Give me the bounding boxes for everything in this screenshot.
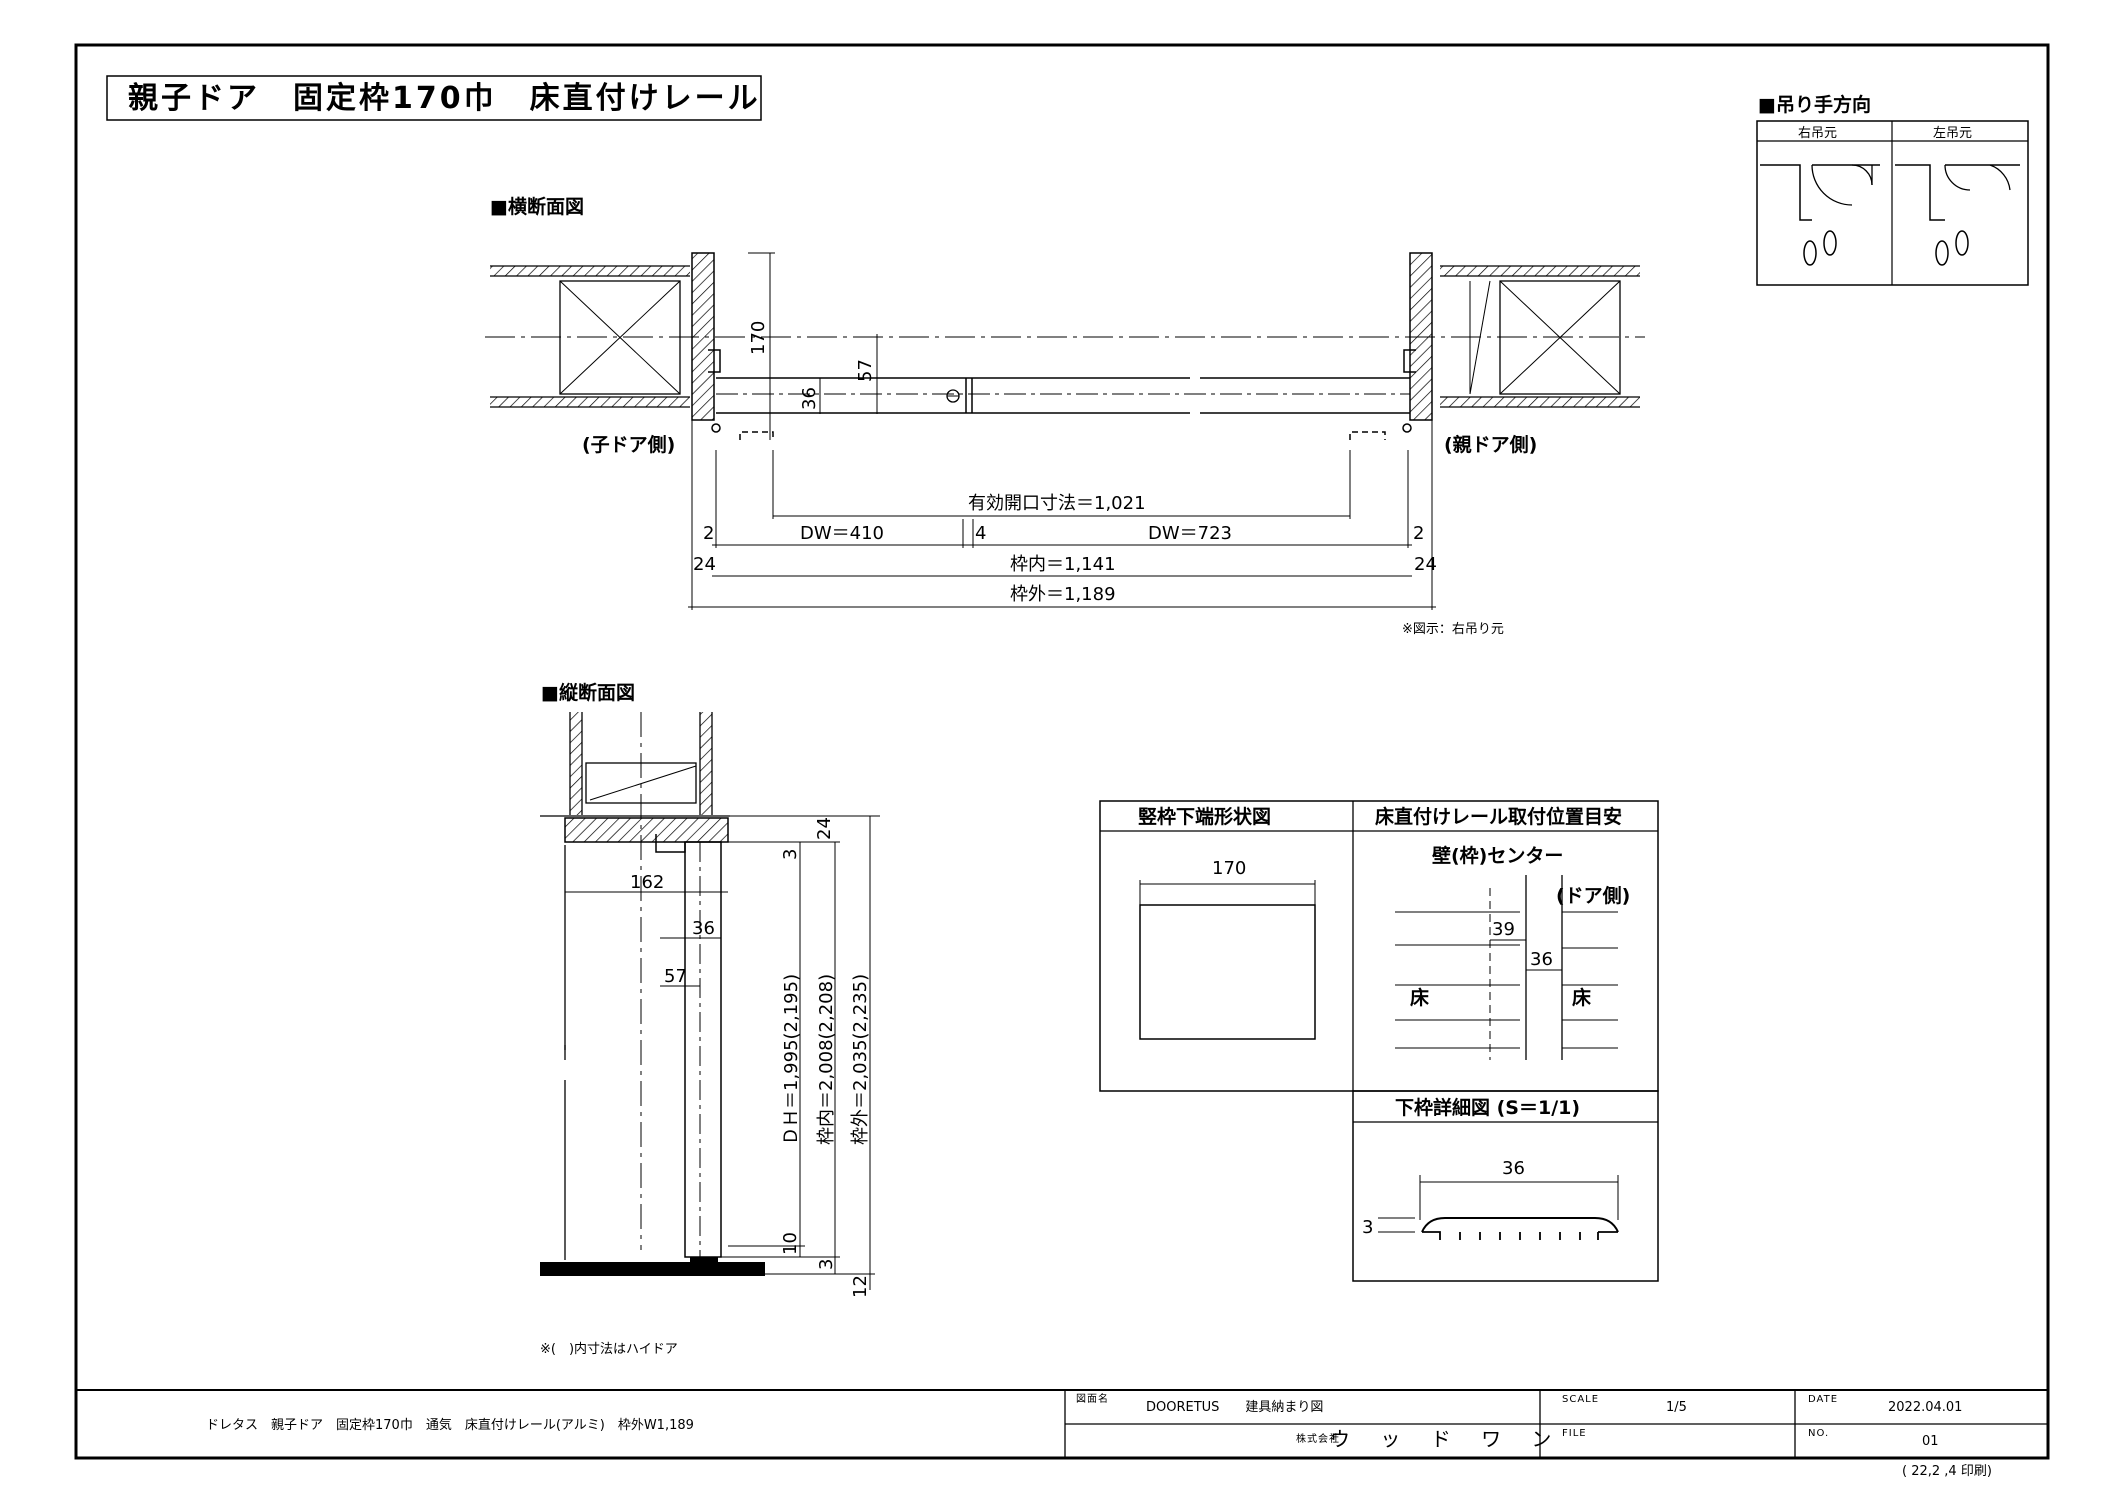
title-block: [76, 1389, 2048, 1458]
vertical-dim-12: 12: [850, 1275, 871, 1298]
file-label: FILE: [1562, 1428, 1587, 1439]
swing-right-label: 右吊元: [1798, 126, 1837, 141]
dim-36: 36: [799, 387, 820, 410]
vertical-dim-36: 36: [692, 918, 715, 939]
dim-2-left: 2: [703, 523, 714, 544]
no-label: NO.: [1808, 1428, 1829, 1439]
dim-24-left: 24: [693, 554, 716, 575]
dw-parent: DW＝723: [1148, 523, 1232, 544]
rail-height: 3: [1362, 1217, 1373, 1238]
vertical-dim-10: 10: [780, 1232, 801, 1255]
swing-diagram: 右吊元 左吊元: [1756, 120, 2029, 286]
rail-detail-heading: 下枠詳細図 (S＝1/1): [1395, 1096, 1580, 1119]
scale-label: SCALE: [1562, 1394, 1599, 1405]
rail-position-heading: 床直付けレール取付位置目安: [1375, 805, 1622, 828]
floor-left-label: 床: [1410, 986, 1429, 1009]
vertical-dim-57: 57: [664, 966, 687, 987]
vertical-section-heading: ■縦断面図: [541, 681, 635, 704]
frame-outer-height: 枠外＝2,035(2,235): [850, 974, 871, 1145]
title-box: [106, 75, 762, 121]
door-side-label: (ドア側): [1556, 885, 1630, 907]
hinge-note: ※図示：右吊り元: [1402, 622, 1504, 637]
vertical-dim-24: 24: [814, 817, 835, 840]
vertical-dim-162: 162: [630, 872, 664, 893]
wall-center-label: 壁(枠)センター: [1432, 844, 1563, 867]
company-name: ウ ッ ド ワ ン: [1330, 1427, 1563, 1451]
vertical-section: [540, 712, 880, 1290]
horizontal-section-heading: ■横断面図: [490, 195, 584, 218]
dim-57: 57: [855, 359, 876, 382]
footer-description: ドレタス 親子ドア 固定枠170巾 通気 床直付けレール(アルミ) 枠外W1,1…: [206, 1417, 694, 1433]
sheet-border: [74, 43, 2050, 1460]
detail-dim-170: 170: [1212, 858, 1246, 879]
frame-inner-width: 枠内＝1,141: [1010, 554, 1116, 575]
child-door-side-label: (子ドア側): [582, 434, 675, 456]
horizontal-section: [485, 252, 1645, 610]
dim-24-right: 24: [1414, 554, 1437, 575]
printed-date: ( 22,2 ,4 印刷): [1902, 1464, 1992, 1479]
vertical-dim-3-bottom: 3: [816, 1259, 837, 1270]
company-label: 株式会社: [1296, 1432, 1340, 1445]
scale-value: 1/5: [1666, 1400, 1687, 1415]
detail-panel: [1099, 800, 1659, 1282]
parent-door-side-label: (親ドア側): [1444, 433, 1537, 456]
frame-outer-width: 枠外＝1,189: [1010, 584, 1116, 605]
effective-opening: 有効開口寸法＝1,021: [968, 493, 1146, 514]
high-door-note: ※( )内寸法はハイドア: [540, 1341, 678, 1357]
drawing-name-label: 図面名: [1076, 1392, 1109, 1405]
frame-bottom-shape-heading: 竪枠下端形状図: [1138, 805, 1271, 828]
swing-heading: ■吊り手方向: [1758, 93, 1871, 116]
detail-dim-39: 39: [1492, 919, 1515, 940]
frame-inner-height: 枠内＝2,008(2,208): [816, 974, 837, 1145]
dim-2-right: 2: [1413, 523, 1424, 544]
date-value: 2022.04.01: [1888, 1400, 1962, 1415]
swing-left-label: 左吊元: [1933, 126, 1972, 141]
floor-right-label: 床: [1572, 986, 1591, 1009]
no-value: 01: [1922, 1434, 1939, 1449]
dw-child: DW＝410: [800, 523, 884, 544]
detail-dim-36: 36: [1530, 949, 1553, 970]
page-title: 親子ドア 固定枠170巾 床直付けレール: [128, 81, 761, 116]
rail-width: 36: [1502, 1158, 1525, 1179]
dim-170: 170: [748, 321, 769, 355]
date-label: DATE: [1808, 1394, 1838, 1405]
gap-4: 4: [975, 523, 986, 544]
vertical-dim-3-top: 3: [780, 849, 801, 860]
door-height: ＤＨ＝1,995(2,195): [781, 974, 802, 1145]
drawing-name: DOORETUS 建具納まり図: [1146, 1400, 1323, 1415]
